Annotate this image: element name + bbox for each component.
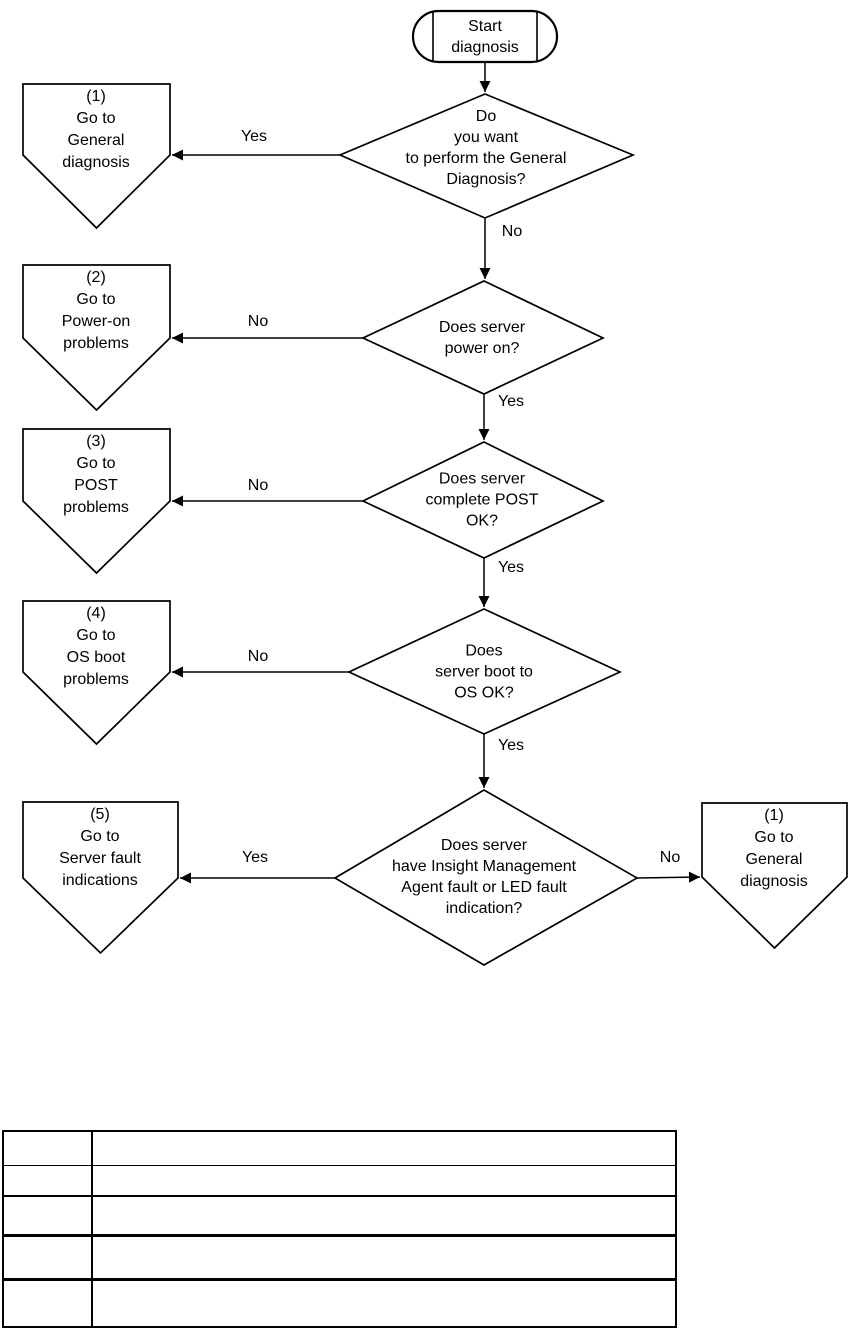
table-row: [4, 1132, 675, 1165]
connector-3-shape: [22, 428, 171, 575]
table-row: [4, 1234, 675, 1278]
decision-5-shape: [333, 789, 639, 966]
connector-5-shape: [22, 801, 179, 955]
connector-2-shape: [22, 264, 171, 412]
edge-label-d4-no: No: [247, 648, 269, 665]
flowchart-canvas: [22, 9, 848, 966]
edge-label-d5-yes: Yes: [241, 849, 269, 866]
edge-label-d5-no: No: [659, 849, 681, 866]
start-terminator-label: Start diagnosis: [451, 18, 519, 56]
table-row: [4, 1165, 675, 1195]
edge-label-d2-no: No: [247, 313, 269, 330]
table-cell: [93, 1132, 675, 1165]
connector-6-label: (1) Go to General diagnosis: [740, 807, 808, 890]
edge-label-d2-yes: Yes: [497, 393, 525, 410]
table-cell: [93, 1281, 675, 1326]
connector-3-label: (3) Go to POST problems: [63, 433, 129, 516]
connector-4-label: (4) Go to OS boot problems: [63, 605, 129, 688]
connector-5-label: (5) Go to Server fault indications: [59, 806, 141, 889]
connector-4-shape: [22, 600, 171, 746]
connector-1-shape: [22, 83, 171, 230]
table-cell: [4, 1197, 93, 1234]
table-row: [4, 1195, 675, 1234]
edge-label-d1-yes: Yes: [240, 128, 268, 145]
decision-4-label: Does server boot to OS OK?: [435, 642, 533, 702]
edge-label-d1-no: No: [501, 223, 523, 240]
connector-1-label: (1) Go to General diagnosis: [62, 88, 130, 171]
decision-3-label: Does server complete POST OK?: [425, 470, 539, 530]
table-cell: [4, 1281, 93, 1326]
edge-label-d3-yes: Yes: [497, 559, 525, 576]
edge-label-d3-no: No: [247, 477, 269, 494]
table-cell: [93, 1197, 675, 1234]
start-terminator-shape: [411, 9, 559, 64]
table-cell: [93, 1237, 675, 1278]
arrow-d5-no-to-c6: [636, 871, 701, 883]
connector-2-label: (2) Go to Power-on problems: [61, 269, 131, 352]
decision-5-label: Does server have Insight Management Agen…: [391, 837, 577, 917]
table-cell: [93, 1166, 675, 1195]
legend-table: [2, 1130, 677, 1328]
table-row: [4, 1278, 675, 1326]
table-cell: [4, 1132, 93, 1165]
decision-1-label: Do you want to perform the General Diagn…: [405, 108, 567, 188]
edge-label-d4-yes: Yes: [497, 737, 525, 754]
table-cell: [4, 1237, 93, 1278]
decision-2-label: Does server power on?: [438, 319, 526, 357]
table-cell: [4, 1166, 93, 1195]
connector-6-shape: [701, 802, 848, 950]
